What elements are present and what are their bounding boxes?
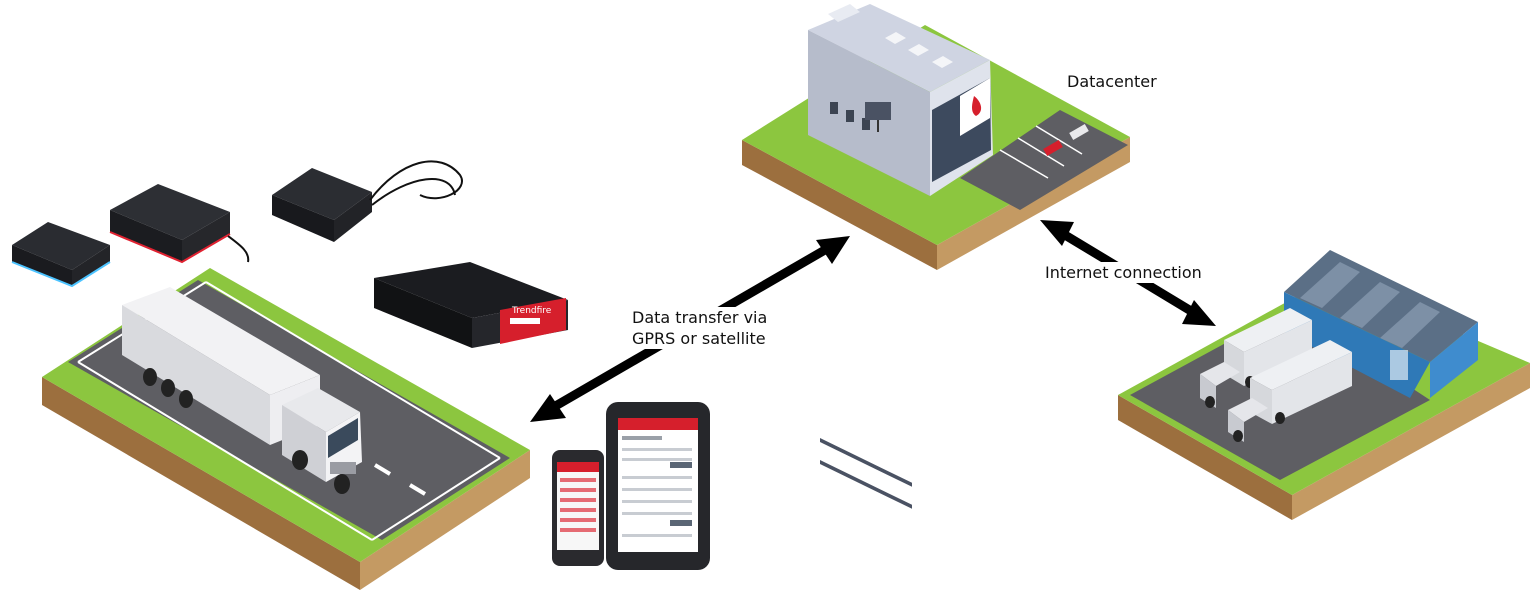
data-transfer-label-line1: Data transfer via	[632, 308, 768, 327]
data-transfer-label-line2: GPRS or satellite	[632, 329, 766, 348]
warehouse-trucks	[1200, 308, 1352, 442]
smartphone-icon	[552, 450, 604, 566]
tablet-icon	[606, 402, 710, 570]
internet-connection-label: Internet connection	[1043, 262, 1204, 283]
box-brand-text: Trendfire	[511, 306, 552, 316]
data-transfer-label: Data transfer via GPRS or satellite	[630, 307, 770, 349]
datacenter-label: Datacenter	[1067, 72, 1157, 91]
gps-tracker-icon	[11, 184, 250, 288]
warehouse-icon	[1284, 250, 1478, 398]
gps-antenna-icon	[272, 160, 463, 242]
datacenter-building-icon	[808, 4, 993, 509]
telematics-box-icon: Trendfire	[374, 262, 568, 348]
truck-icon	[122, 287, 362, 494]
